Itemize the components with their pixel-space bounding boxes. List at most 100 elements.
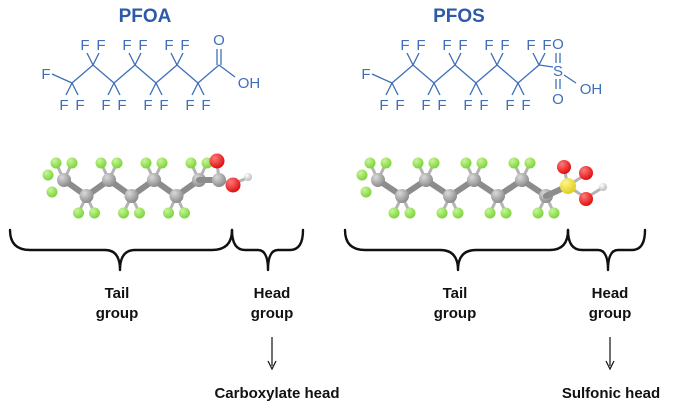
fluorine-atom	[156, 157, 168, 169]
bond	[538, 64, 554, 68]
fluorine-atom	[163, 207, 174, 219]
bond	[191, 82, 199, 96]
fluorine-label: F	[505, 97, 514, 114]
pfoa-ball-stick-model	[42, 153, 252, 219]
fluorine-label: F	[416, 37, 425, 54]
fluorine-label: F	[185, 97, 194, 114]
fluorine-atom	[452, 207, 464, 219]
fluorine-label: F	[479, 97, 488, 114]
fluorine-atom	[111, 157, 123, 169]
bond	[538, 52, 546, 66]
fluorine-label: F	[80, 37, 89, 54]
fluorine-atom	[428, 157, 440, 169]
bond	[532, 52, 540, 66]
fluorine-atom	[66, 157, 78, 169]
fluorine-label: F	[117, 97, 126, 114]
pfoa-head-label-line2: group	[251, 305, 294, 322]
bond	[496, 64, 519, 84]
bond	[475, 64, 498, 84]
fluorine-label: F	[542, 37, 551, 54]
fluorine-label: F	[521, 97, 530, 114]
fluorine-atom	[179, 207, 190, 219]
pfoa-tail-label-line2: group	[96, 305, 139, 322]
bond	[176, 52, 184, 66]
bond	[490, 52, 498, 66]
bond	[197, 64, 220, 84]
fluorine-label: F	[400, 37, 409, 54]
fluorine-atom	[500, 207, 512, 219]
bond	[134, 64, 157, 84]
fluorine-label: F	[159, 97, 168, 114]
carbon-atom	[491, 189, 505, 203]
bond	[218, 64, 236, 78]
oxygen-atom	[557, 160, 571, 174]
carbon-atom	[443, 189, 457, 203]
pfos-head-type: Sulfonic head	[562, 385, 660, 402]
fluorine-label: F	[442, 37, 451, 54]
bond	[412, 64, 435, 84]
carbon-atom	[515, 173, 529, 187]
carbon-atom	[79, 189, 94, 203]
bond	[469, 82, 477, 96]
pfoa-head-label-line1: Head	[254, 285, 291, 302]
fluorine-label: F	[180, 37, 189, 54]
pfos-ball-stick-model	[356, 157, 607, 219]
bond	[517, 64, 540, 84]
bond	[391, 82, 399, 96]
pfos-title: PFOS	[433, 6, 485, 27]
carbon-atom	[147, 173, 161, 187]
fluorine-atom	[89, 207, 100, 219]
fluorine-label: F	[395, 97, 404, 114]
pfos-tail-label-line2: group	[434, 305, 477, 322]
carbon-atom	[169, 189, 184, 203]
fluorine-label: F	[463, 97, 472, 114]
pfoa-head-brace	[230, 228, 305, 272]
bond	[496, 52, 504, 66]
carbon-atom	[102, 173, 116, 187]
fluorine-label: F	[75, 97, 84, 114]
fluorine-atom	[524, 157, 536, 169]
fluorine-atom	[42, 169, 54, 181]
carbon-atom	[395, 189, 409, 203]
bond	[113, 64, 136, 84]
bond	[563, 74, 577, 84]
oxygen-atom	[209, 153, 225, 169]
down-arrow-icon	[267, 337, 277, 371]
oxygen-atom	[579, 192, 593, 206]
bond	[92, 52, 100, 66]
bond	[511, 82, 519, 96]
hydroxyl-label: OH	[580, 81, 603, 98]
fluorine-atom	[73, 207, 84, 219]
carbon-atom	[371, 173, 385, 187]
bond	[448, 52, 456, 66]
bond	[65, 82, 73, 96]
oxygen-atom	[225, 177, 241, 193]
pfos-tail-label-line1: Tail	[443, 285, 468, 302]
sulfur-atom	[560, 178, 576, 194]
fluorine-label: F	[101, 97, 110, 114]
bond	[412, 52, 420, 66]
bond	[391, 64, 414, 84]
pfos-head-label-line1: Head	[592, 285, 629, 302]
hydrogen-atom	[244, 173, 252, 181]
fluorine-atom	[484, 207, 496, 219]
fluorine-label: F	[143, 97, 152, 114]
bond	[454, 64, 477, 84]
fluorine-atom	[508, 157, 520, 169]
bond	[155, 82, 163, 96]
pfoa-title: PFOA	[119, 6, 172, 27]
fluorine-atom	[476, 157, 488, 169]
oxygen-label: O	[552, 91, 564, 108]
bond	[406, 52, 414, 66]
sulfur-label: S	[553, 63, 563, 80]
carbon-atom	[124, 189, 139, 203]
bond	[113, 82, 121, 96]
pfoa-head-type: Carboxylate head	[214, 385, 339, 402]
fluorine-label: F	[41, 66, 50, 83]
fluorine-atom	[140, 157, 152, 169]
carbon-atom	[212, 173, 226, 187]
fluorine-label: F	[526, 37, 535, 54]
